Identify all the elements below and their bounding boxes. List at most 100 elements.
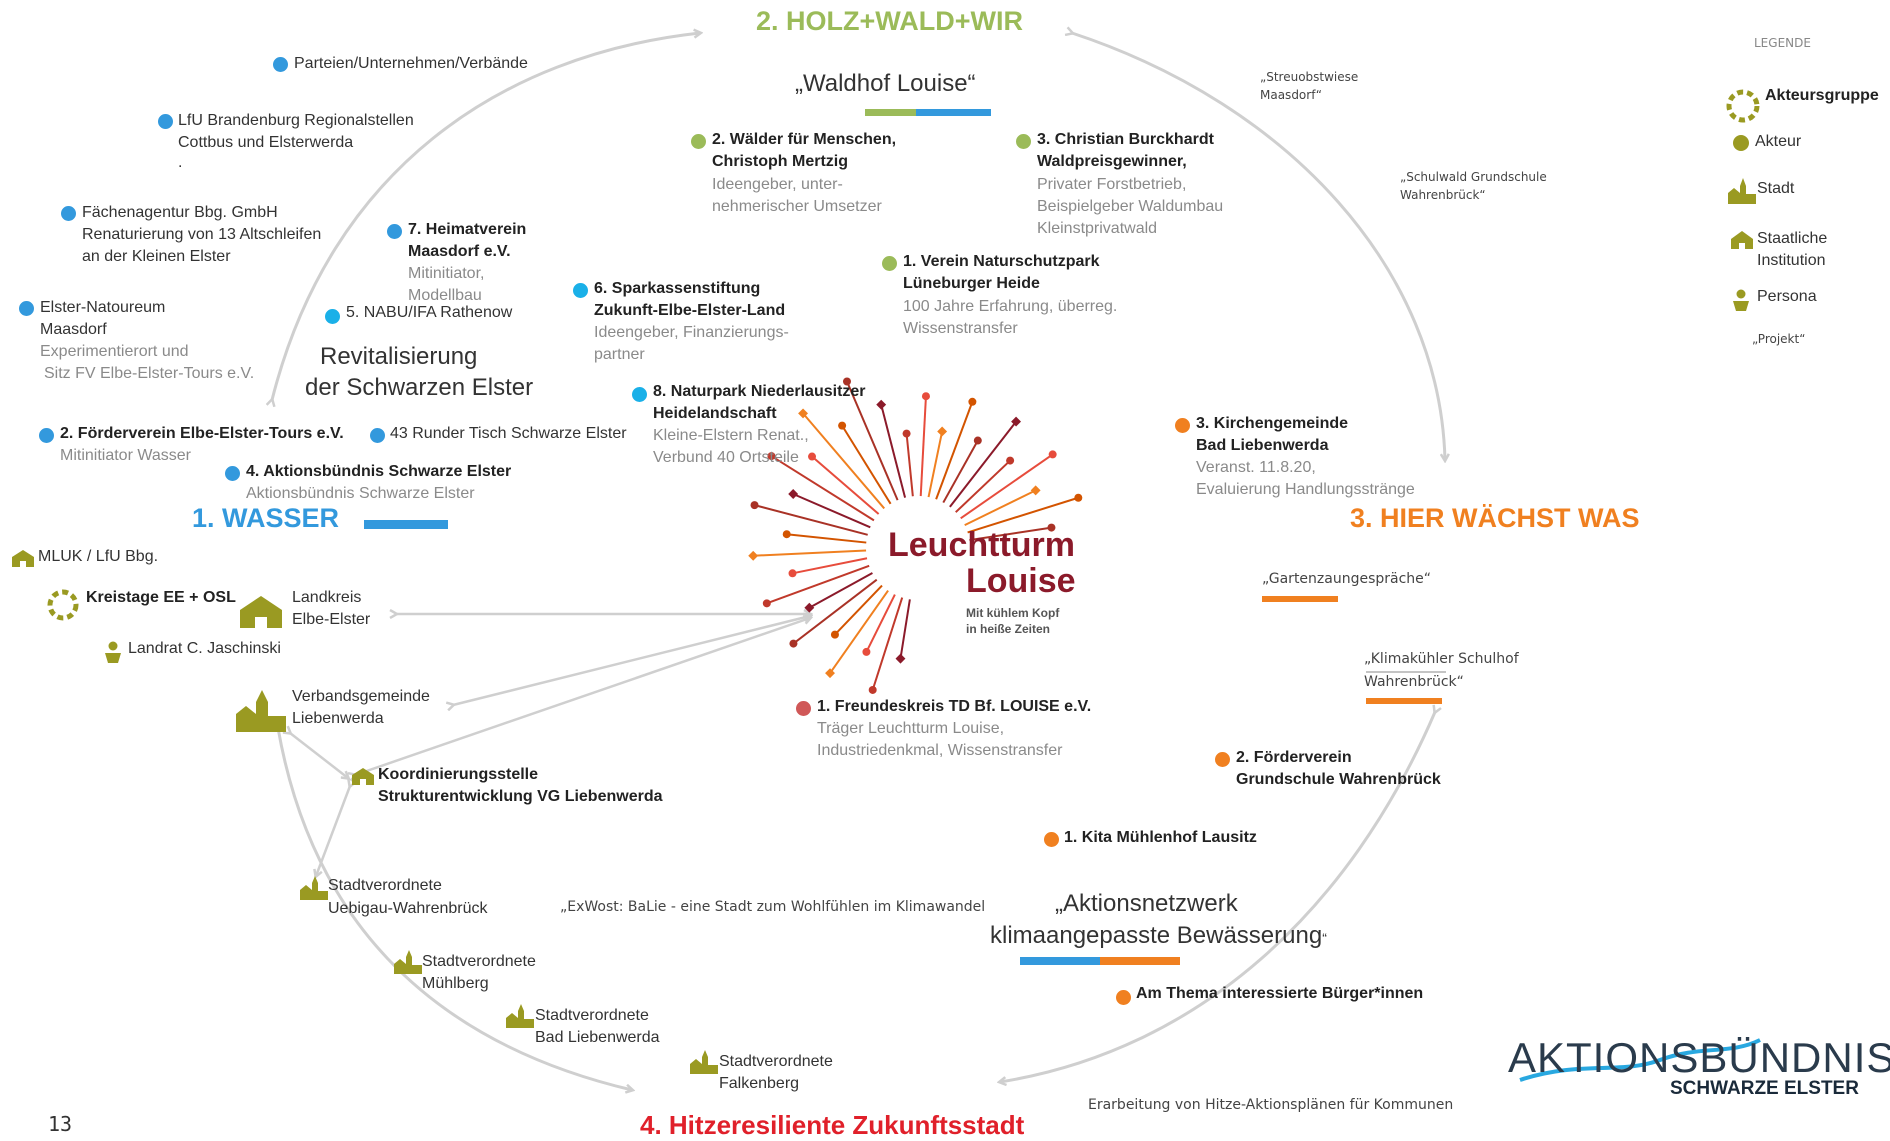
legend-projekt: „Projekt“ <box>1752 332 1806 346</box>
kreistage-label: Kreistage EE + OSL <box>86 589 236 606</box>
cycle-arrow-wasser-hitze <box>278 728 632 1090</box>
legend-title: LEGENDE <box>1754 36 1811 50</box>
vg-2: Liebenwerda <box>292 710 384 727</box>
burst-tip <box>788 489 799 499</box>
burst-ray <box>969 526 1052 542</box>
runder-label: 43 Runder Tisch Schwarze Elster <box>390 425 627 442</box>
burst-ray <box>964 489 1037 527</box>
lfu-2: Cottbus und Elsterwerda <box>178 134 354 151</box>
burst-ray <box>927 431 944 498</box>
actor-dot-runder <box>370 428 385 443</box>
actor-dot-buerger <box>1116 990 1131 1005</box>
burst-ray <box>802 412 885 510</box>
burst-ray <box>919 396 927 497</box>
sv4-b: Falkenberg <box>719 1075 800 1092</box>
wasser-bar <box>364 520 448 529</box>
actor-dot-lfu <box>158 114 173 129</box>
legend-akteursgruppe: Akteursgruppe <box>1765 87 1879 104</box>
project-streuobst-2: Maasdorf“ <box>1260 88 1323 102</box>
naturpark-1: 8. Naturpark Niederlausitzer <box>653 383 866 400</box>
nabu-label: 5. NABU/IFA Rathenow <box>346 304 513 321</box>
sparkasse-2: Zukunft-Elbe-Elster-Land <box>594 302 786 319</box>
burst-ray <box>792 557 868 575</box>
actor-dot-freundeskreis <box>796 701 811 716</box>
town-icon-sv2 <box>394 950 422 974</box>
legend-institution-2: Institution <box>1757 252 1826 269</box>
project-schulwald-2: Wahrenbrück“ <box>1400 188 1486 202</box>
freundeskreis-desc-1: Träger Leuchtturm Louise, <box>817 720 1005 737</box>
legend-akteur: Akteur <box>1755 133 1802 150</box>
burck-4: Beispielgeber Waldumbau <box>1037 198 1224 215</box>
burst-tip <box>968 397 977 406</box>
naturpark-2: Heidelandschaft <box>653 405 777 422</box>
town-icon <box>1728 178 1756 204</box>
sv3-b: Bad Liebenwerda <box>535 1029 660 1046</box>
legend-stadt: Stadt <box>1757 180 1795 197</box>
project-aktionsnetz-2: klimaangepasste Bewässerung“ <box>990 922 1327 949</box>
logo-line-2: SCHWARZE ELSTER <box>1670 1078 1859 1099</box>
actor-dot-sparkasse <box>573 283 588 298</box>
fv-2: Grundschule Wahrenbrück <box>1236 771 1441 788</box>
garten-bar <box>1262 596 1338 602</box>
burst-ray <box>792 578 878 645</box>
natoureum-1: Elster-Natoureum <box>40 299 166 316</box>
sparkasse-1: 6. Sparkassenstiftung <box>594 280 761 297</box>
foerder-2: Mitinitiator Wasser <box>60 447 191 464</box>
waelder-2: Christoph Mertzig <box>712 153 848 170</box>
landrat-label: Landrat C. Jaschinski <box>128 640 281 657</box>
project-garten: „Gartenzaungespräche“ <box>1262 571 1432 587</box>
burst-ray <box>846 381 899 501</box>
burck-1: 3. Christian Burckhardt <box>1037 131 1214 148</box>
burst-tip <box>750 501 759 510</box>
project-streuobst-1: „Streuobstwiese <box>1260 70 1359 84</box>
natoureum-2: Maasdorf <box>40 321 107 338</box>
waldhof-bar-blue <box>916 109 991 116</box>
link-vg-koord <box>290 733 348 778</box>
actor-dot-nabu <box>325 309 340 324</box>
cycle-arrow-wasser-holz <box>272 33 700 400</box>
legend-institution-1: Staatliche <box>1757 230 1828 247</box>
actor-dot-foerder <box>39 428 54 443</box>
actor-dot-natoureum <box>19 301 34 316</box>
burst-tip <box>895 653 906 664</box>
person-icon <box>1733 289 1749 311</box>
institution-icon-mluk <box>12 550 34 567</box>
link-verbandsgemeinde <box>453 616 810 705</box>
actor-dot-burckhardt <box>1016 134 1031 149</box>
fv-1: 2. Förderverein <box>1236 749 1352 766</box>
naturpark-3: Kleine-Elstern Renat., <box>653 427 809 444</box>
waelder-4: nehmerischer Umsetzer <box>712 198 882 215</box>
buerger-label: Am Thema interessierte Bürger*innen <box>1136 985 1424 1002</box>
burst-ray <box>960 453 1054 520</box>
burck-2: Waldpreisgewinner, <box>1037 153 1187 170</box>
burst-tip <box>937 426 948 437</box>
naturpark-4: Verbund 40 Ortsteile <box>653 449 799 466</box>
burst-tip <box>902 429 911 438</box>
project-klima-1: „Klimakühler Schulhof <box>1364 651 1519 667</box>
burst-tip <box>825 668 835 679</box>
burst-tip <box>1048 450 1057 459</box>
burst-tip <box>1047 523 1056 532</box>
town-icon-sv4 <box>690 1050 718 1074</box>
kirche-3: Veranst. 11.8.20, <box>1196 459 1316 476</box>
burst-tip <box>838 421 847 430</box>
burst-tip <box>808 452 817 461</box>
theme-wasser: 1. WASSER <box>192 503 340 533</box>
burst-tip <box>804 602 815 613</box>
actor-dot-naturpark <box>632 387 647 402</box>
aktionsnetz-bar-blue <box>1020 957 1100 965</box>
burst-ray <box>834 584 883 636</box>
sv4-a: Stadtverordnete <box>719 1053 833 1070</box>
theme-holz: 2. HOLZ+WALD+WIR <box>756 6 1024 36</box>
burst-ray <box>829 589 889 674</box>
project-exwost: „ExWost: BaLie - eine Stadt zum Wohlfühl… <box>560 899 986 915</box>
logo-swoosh <box>1519 1038 1761 1082</box>
burck-5: Kleinstprivatwald <box>1037 220 1158 237</box>
sv2-a: Stadtverordnete <box>422 953 536 970</box>
burst-ray <box>949 420 1017 508</box>
leuchtturm-title-1: Leuchtturm <box>888 526 1075 564</box>
actor-dot-parteien <box>273 57 288 72</box>
flaechen-3: an der Kleinen Elster <box>82 248 231 265</box>
actor-dot-icon <box>1733 135 1749 151</box>
verein-3: 100 Jahre Erfahrung, überreg. <box>903 298 1118 315</box>
